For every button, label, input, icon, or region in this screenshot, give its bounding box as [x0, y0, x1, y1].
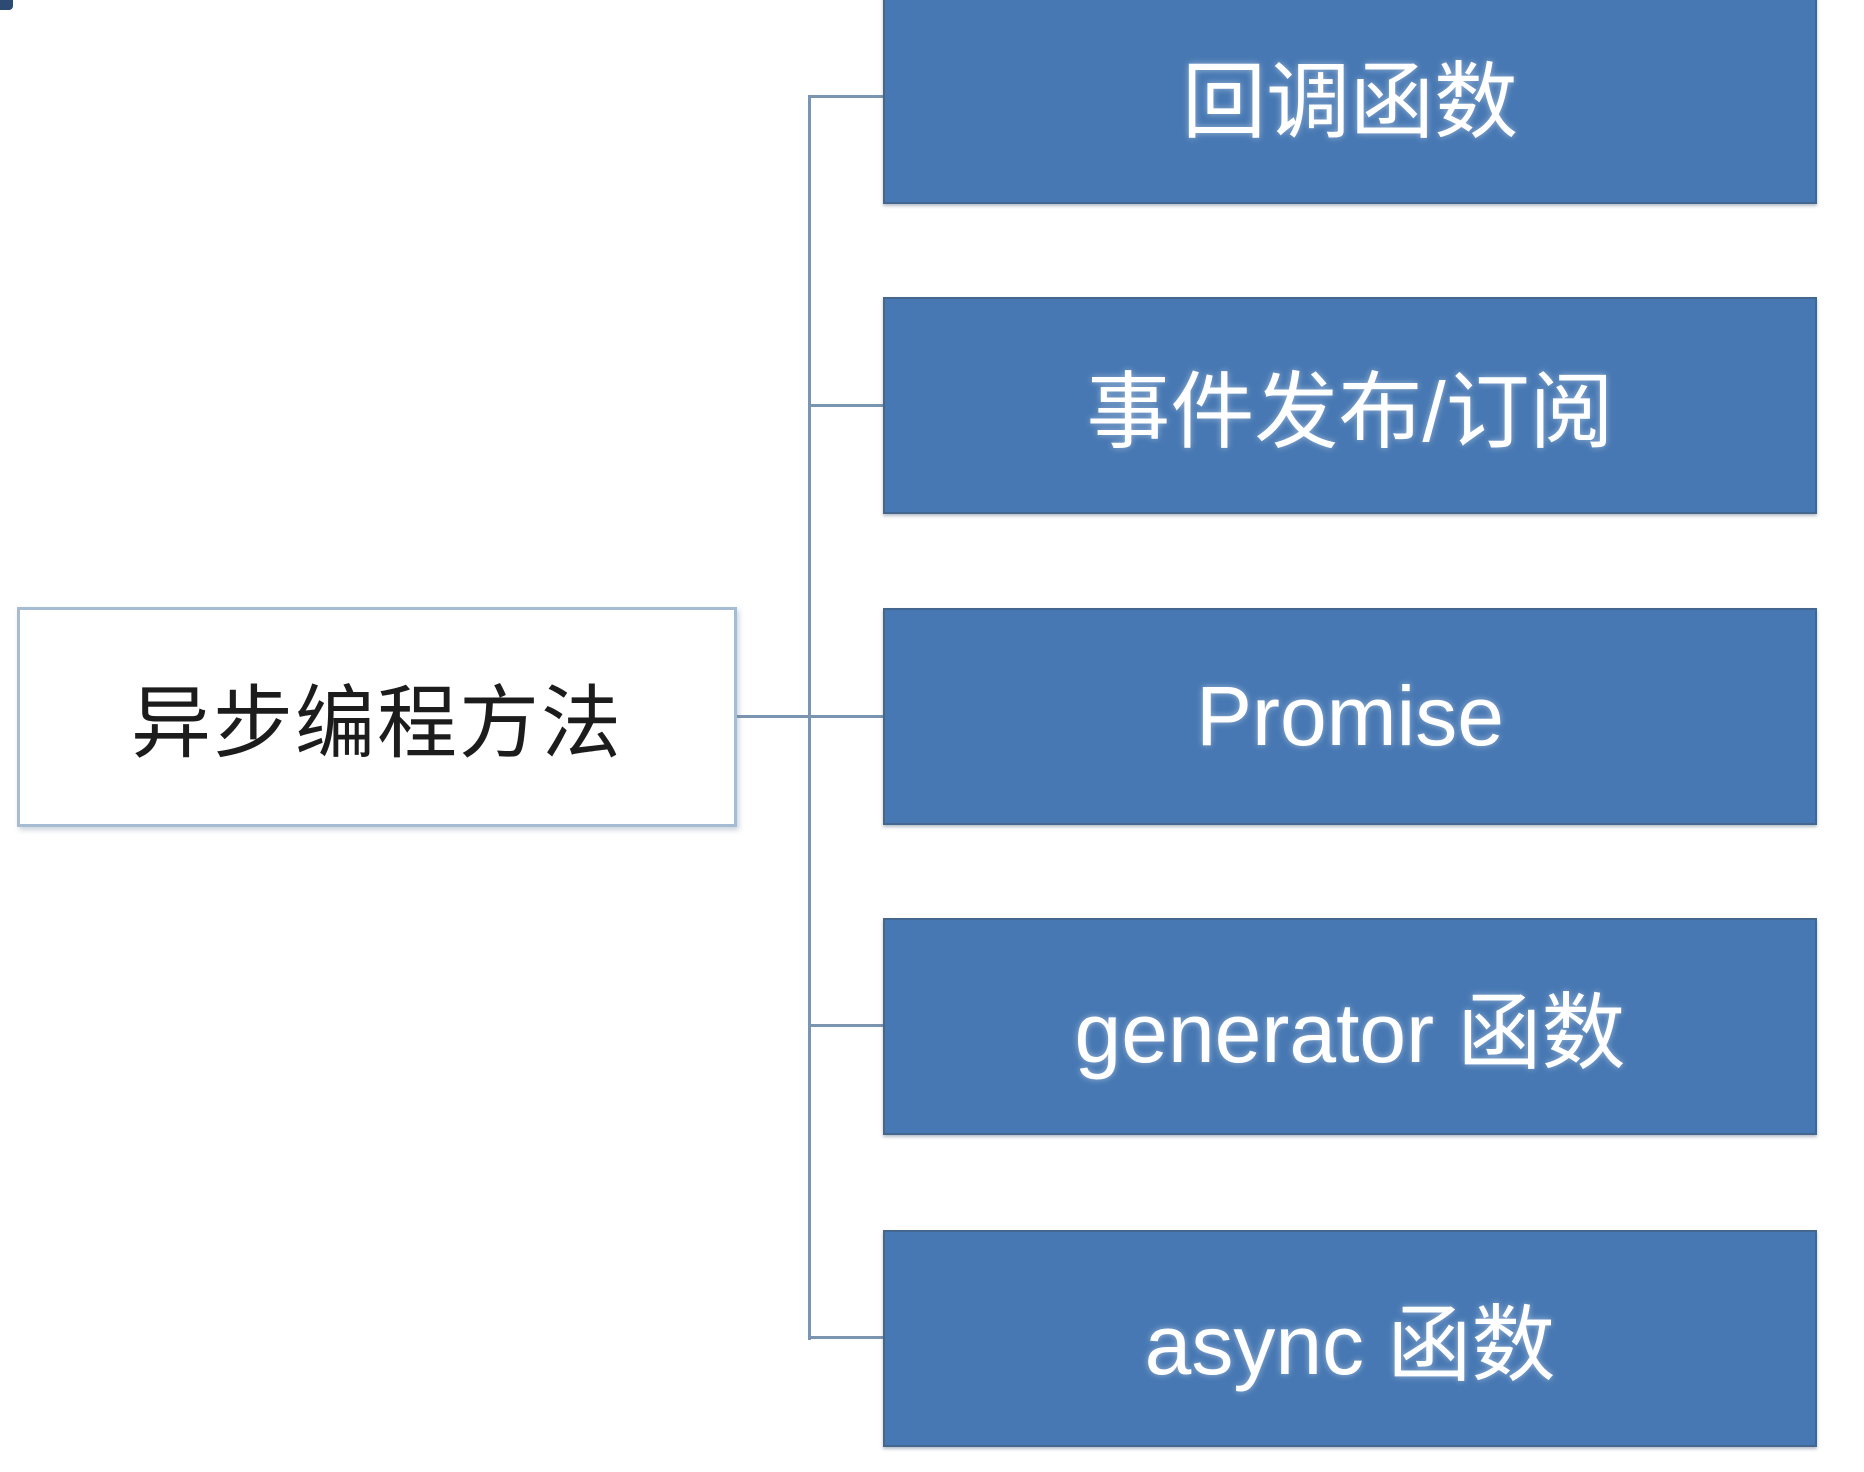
child-node-label: 事件发布/订阅 — [1086, 365, 1614, 459]
child-node-callback: 回调函数 — [883, 0, 1817, 204]
child-node-event-pubsub: 事件发布/订阅 — [883, 297, 1817, 514]
corner-accent-shape — [0, 0, 13, 10]
root-node-async-programming-methods: 异步编程方法 — [17, 607, 737, 827]
child-node-async-function: async 函数 — [883, 1230, 1817, 1447]
connector-branch-async — [808, 1336, 885, 1339]
root-node-label: 异步编程方法 — [131, 679, 623, 768]
child-node-label: generator 函数 — [1074, 986, 1626, 1080]
connector-branch-promise — [737, 715, 885, 718]
child-node-label: async 函数 — [1144, 1298, 1556, 1392]
connector-branch-pubsub — [808, 404, 885, 407]
child-node-generator: generator 函数 — [883, 918, 1817, 1135]
connector-branch-callback — [808, 95, 885, 98]
child-node-label: Promise — [1195, 669, 1505, 763]
child-node-label: 回调函数 — [1181, 55, 1518, 149]
connector-trunk — [808, 96, 811, 1340]
connector-branch-generator — [808, 1024, 885, 1027]
child-node-promise: Promise — [883, 608, 1817, 825]
